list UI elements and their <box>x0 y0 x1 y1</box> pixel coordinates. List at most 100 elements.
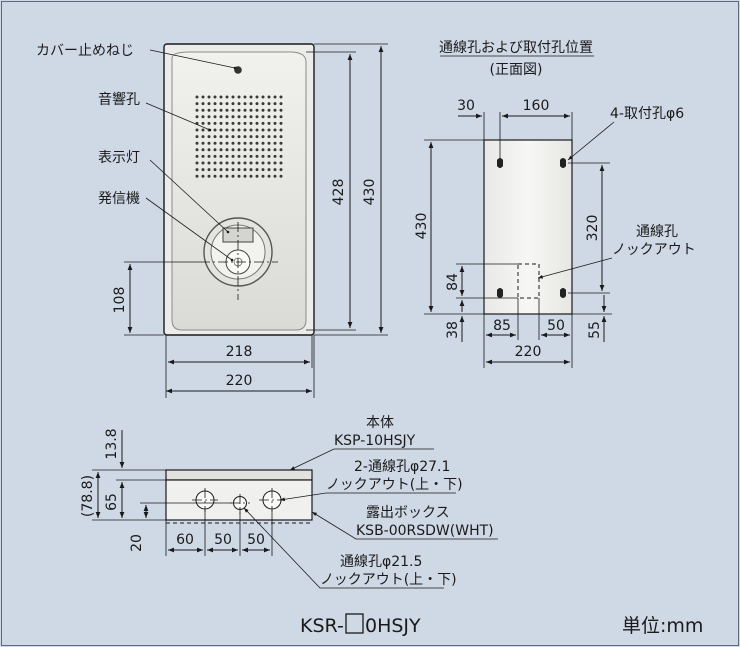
sound-hole-dot <box>249 135 253 139</box>
sound-hole-dot <box>237 148 241 152</box>
model-blank-box <box>345 613 364 634</box>
dim-65: 65 <box>104 493 120 511</box>
label-knockout: ノックアウト <box>612 242 696 258</box>
sound-hole-dot <box>213 174 217 178</box>
sound-hole-dot <box>243 135 247 139</box>
sound-hole-dot <box>249 108 253 112</box>
mount-hole-icon <box>560 158 566 168</box>
mount-hole-icon <box>560 288 566 298</box>
sound-hole-dot <box>207 174 211 178</box>
sound-hole-dot <box>279 115 283 119</box>
sound-hole-dot <box>237 161 241 165</box>
sound-hole-dot <box>273 121 277 125</box>
dim-218: 218 <box>226 344 253 360</box>
dim-428: 428 <box>331 179 347 206</box>
sound-hole-dot <box>231 102 235 106</box>
sound-hole-dot <box>195 148 199 152</box>
sound-hole-dot <box>243 168 247 172</box>
sound-holes-grid <box>195 95 283 178</box>
sound-hole-dot <box>243 154 247 158</box>
sound-hole-dot <box>213 154 217 158</box>
sound-hole-dot <box>279 128 283 132</box>
sound-hole-dot <box>267 135 271 139</box>
sound-hole-dot <box>273 168 277 172</box>
label-box-model: KSB-00RSDW(WHT) <box>356 523 494 539</box>
sound-hole-dot <box>219 174 223 178</box>
side-body <box>165 469 313 481</box>
sound-hole-dot <box>231 168 235 172</box>
sound-hole-dot <box>273 135 277 139</box>
sound-hole-dot <box>255 174 259 178</box>
dim-38: 38 <box>445 321 461 339</box>
sound-hole-dot <box>273 108 277 112</box>
sound-hole-dot <box>267 154 271 158</box>
dim-20: 20 <box>129 534 145 552</box>
sound-hole-dot <box>249 95 253 99</box>
sound-hole-dot <box>225 128 229 132</box>
sound-hole-dot <box>207 161 211 165</box>
sound-hole-dot <box>273 174 277 178</box>
dim-30: 30 <box>457 98 475 114</box>
dim-60: 60 <box>176 532 194 548</box>
sound-hole-dot <box>255 135 259 139</box>
sound-hole-dot <box>261 154 265 158</box>
sound-hole-dot <box>213 168 217 172</box>
mount-holes <box>497 158 566 298</box>
dim-50-side-b: 50 <box>247 532 265 548</box>
sound-hole-dot <box>273 102 277 106</box>
sound-hole-dot <box>255 102 259 106</box>
sound-hole-dot <box>267 115 271 119</box>
sound-hole-dot <box>249 161 253 165</box>
sound-hole-dot <box>231 128 235 132</box>
sound-hole-dot <box>225 95 229 99</box>
sound-hole-dot <box>255 141 259 145</box>
dim-220-mount: 220 <box>515 344 542 360</box>
sound-hole-dot <box>273 161 277 165</box>
mount-title: 通線孔および取付孔位置 <box>439 40 593 56</box>
sound-hole-dot <box>243 115 247 119</box>
label-exposed-box: 露出ボックス <box>366 505 450 521</box>
sound-hole-dot <box>267 108 271 112</box>
dim-160: 160 <box>523 98 550 114</box>
sound-hole-dot <box>201 154 205 158</box>
mount-view: 通線孔および取付孔位置 (正面図) 30 160 4-取付孔φ6 430 <box>414 40 696 368</box>
sound-hole-dot <box>273 141 277 145</box>
unit-label: 単位:mm <box>622 615 703 637</box>
sound-hole-dot <box>249 141 253 145</box>
cover-screw-icon <box>234 66 242 74</box>
label-hole-215: 通線孔φ21.5 <box>340 554 422 570</box>
label-body-model: KSP-10HSJY <box>334 433 416 449</box>
sound-hole-dot <box>279 141 283 145</box>
label-knockout-ud-2: ノックアウト(上・下) <box>320 572 457 588</box>
sound-hole-dot <box>279 161 283 165</box>
dim-13-8: 13.8 <box>104 428 120 459</box>
sound-hole-dot <box>213 141 217 145</box>
sound-hole-dot <box>207 95 211 99</box>
label-holes-271: 2-通線孔φ27.1 <box>354 459 450 475</box>
sound-hole-dot <box>255 168 259 172</box>
sound-hole-dot <box>255 161 259 165</box>
sound-hole-dot <box>201 95 205 99</box>
sound-hole-dot <box>267 174 271 178</box>
sound-hole-dot <box>249 115 253 119</box>
sound-hole-dot <box>219 161 223 165</box>
mount-subtitle: (正面図) <box>490 62 543 78</box>
sound-hole-dot <box>231 108 235 112</box>
label-transmitter: 発信機 <box>98 191 140 207</box>
sound-hole-dot <box>249 102 253 106</box>
sound-hole-dot <box>237 135 241 139</box>
sound-hole-dot <box>225 154 229 158</box>
sound-hole-dot <box>201 168 205 172</box>
dim-320: 320 <box>585 215 601 242</box>
sound-hole-dot <box>213 115 217 119</box>
sound-hole-dot <box>201 174 205 178</box>
sound-hole-dot <box>255 148 259 152</box>
sound-hole-dot <box>219 95 223 99</box>
sound-hole-dot <box>243 121 247 125</box>
dim-50-mount: 50 <box>547 318 565 334</box>
sound-hole-dot <box>237 102 241 106</box>
sound-hole-dot <box>261 121 265 125</box>
sound-hole-dot <box>225 102 229 106</box>
